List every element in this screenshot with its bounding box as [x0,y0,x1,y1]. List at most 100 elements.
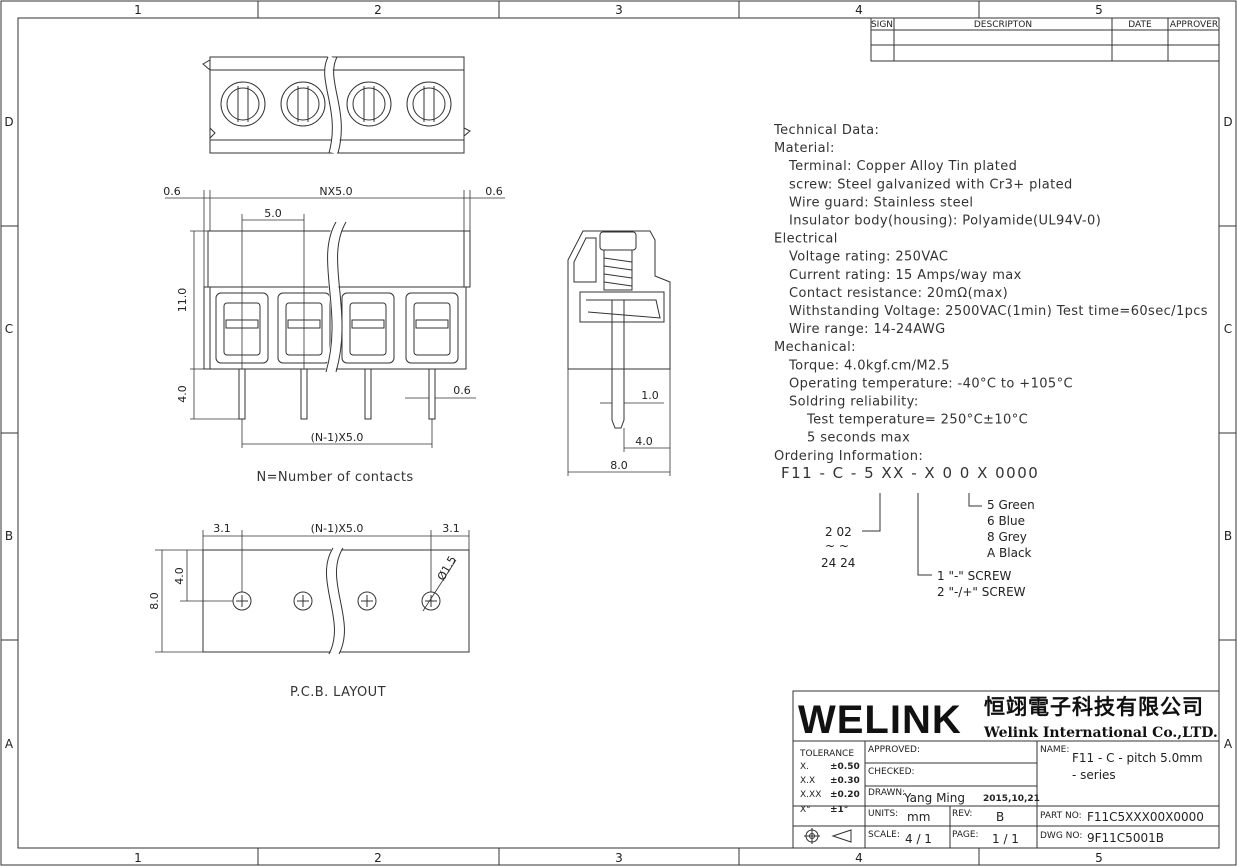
tech-data-line: Soldring reliability: [789,395,919,410]
technical-data: Technical Data:Material:Terminal: Copper… [773,123,1208,464]
scale-value: 4 / 1 [905,832,932,846]
rev-value: B [996,810,1004,824]
checked-label: CHECKED: [868,767,915,777]
front-dimension-lines [165,190,505,448]
rev-header-approver: APPROVER [1170,20,1218,30]
color-option-blue: 6 Blue [987,514,1025,528]
contacts-note: N=Number of contacts [256,470,413,485]
tolerance-key-3: X.XX [800,790,821,800]
color-option-green: 5 Green [987,498,1035,512]
tech-data-line: 5 seconds max [807,431,910,446]
zone-row-d: D [4,115,13,129]
tech-data-line: Torque: 4.0kgf.cm/M2.5 [788,358,950,373]
zone-row-a: A [5,737,14,751]
contacts-range-1: 2 02 [825,525,852,539]
screw-option-1: 1 "-" SCREW [937,569,1012,583]
dim-top-right: 0.6 [485,185,503,198]
zone-row-c-right: C [1224,322,1232,336]
dim-pcb-half-height: 4.0 [173,567,186,585]
zone-col-2: 2 [374,3,382,17]
part-no-value: F11C5XXX00X0000 [1087,810,1204,824]
zone-col-5: 5 [1095,3,1103,17]
revision-table: SIGN DESCRIPTON DATE APPROVER [870,17,1220,62]
dim-pitch: 5.0 [264,207,282,220]
tech-data-line: Voltage rating: 250VAC [789,250,948,265]
drawn-by: Yang Ming [903,791,965,805]
zone-col-3: 3 [615,3,623,17]
dim-top-left: 0.6 [163,185,181,198]
front-dimension-text: 0.6 NX5.0 0.6 5.0 11.0 4.0 0.6 (N-1)X5.0 [163,185,503,444]
tolerance-key-4: X° [800,805,811,815]
dwg-no-value: 9F11C5001B [1087,831,1164,845]
color-option-black: A Black [987,546,1032,560]
side-view-drawing [567,230,671,429]
dim-pcb-right: 3.1 [442,522,460,535]
title-block: WELINK 恒翊電子科技有限公司 Welink International C… [792,690,1220,849]
projection-symbol-icon [804,828,852,844]
tech-data-line: Terminal: Copper Alloy Tin plated [788,159,1017,174]
dim-pin-length: 4.0 [176,385,189,403]
tolerance-val-2: ±0.30 [830,776,860,786]
dim-side-width: 8.0 [610,459,628,472]
name-label: NAME: [1040,745,1069,755]
zone-row-b: B [5,529,13,543]
tech-data-line: Wire range: 14-24AWG [789,322,946,337]
dim-top-span: NX5.0 [319,185,352,198]
tech-data-line: Current rating: 15 Amps/way max [789,268,1022,283]
side-dimension-lines [567,369,671,476]
units-label: UNITS: [868,809,898,819]
tech-data-line: Electrical [774,232,838,247]
dim-side-offset: 4.0 [635,435,653,448]
scale-label: SCALE: [868,830,900,840]
name-line-2: - series [1072,768,1116,782]
dim-pcb-height: 8.0 [148,592,161,610]
tech-data-line: Operating temperature: -40°C to +105°C [789,376,1073,391]
tech-data-line: Wire guard: Stainless steel [789,195,973,210]
tech-data-line: Ordering Information: [774,449,923,464]
zone-col-1: 1 [134,3,142,17]
contacts-range-2: ~ ~ [825,539,849,553]
dim-pin-span: (N-1)X5.0 [311,431,364,444]
zone-labels: 1 2 3 4 5 1 2 3 4 5 D C B A D C B A [4,3,1233,865]
tolerance-label: TOLERANCE [799,749,854,759]
dim-pcb-span: (N-1)X5.0 [311,522,364,535]
contacts-range-3: 24 24 [821,556,855,570]
zone-col-3-bottom: 3 [615,851,623,865]
zone-col-4-bottom: 4 [855,851,863,865]
zone-row-c: C [5,322,13,336]
dim-side-pin: 1.0 [641,389,659,402]
rev-header-sign: SIGN [871,20,893,30]
approved-label: APPROVED: [868,745,920,755]
drawn-label: DRAWN: [868,788,905,798]
units-value: mm [907,810,930,824]
company-logo: WELINK [798,698,962,742]
tech-data-line: Mechanical: [774,340,856,355]
tech-data-line: Contact resistance: 20mΩ(max) [789,286,1008,301]
tolerance-val-3: ±0.20 [830,790,860,800]
tolerance-val-4: ±1° [830,805,848,815]
company-name-en: Welink International Co.,LTD. [983,725,1218,741]
company-name-cn: 恒翊電子科技有限公司 [984,695,1204,719]
zone-row-a-right: A [1224,737,1233,751]
rev-header-description: DESCRIPTON [974,20,1032,30]
color-option-grey: 8 Grey [987,530,1027,544]
dim-pcb-left: 3.1 [213,522,231,535]
name-line-1: F11 - C - pitch 5.0mm [1072,751,1203,765]
tech-data-line: Material: [774,141,835,156]
screw-option-2: 2 "-/+" SCREW [937,585,1026,599]
tech-data-line: Test temperature= 250°C±10°C [806,413,1028,428]
ordering-code: F11 - C - 5 XX - X 0 0 X 0000 [781,464,1039,482]
part-no-label: PART NO: [1040,811,1082,821]
rev-label: REV: [952,809,972,819]
zone-col-5-bottom: 5 [1095,851,1103,865]
zone-col-1-bottom: 1 [134,851,142,865]
zone-col-4: 4 [855,3,863,17]
zone-row-b-right: B [1224,529,1232,543]
zone-col-2-bottom: 2 [374,851,382,865]
top-view-drawing [202,55,471,155]
pins [238,368,436,420]
page-label: PAGE: [952,830,979,840]
dim-hole-diameter: Ø1.5 [435,554,459,583]
